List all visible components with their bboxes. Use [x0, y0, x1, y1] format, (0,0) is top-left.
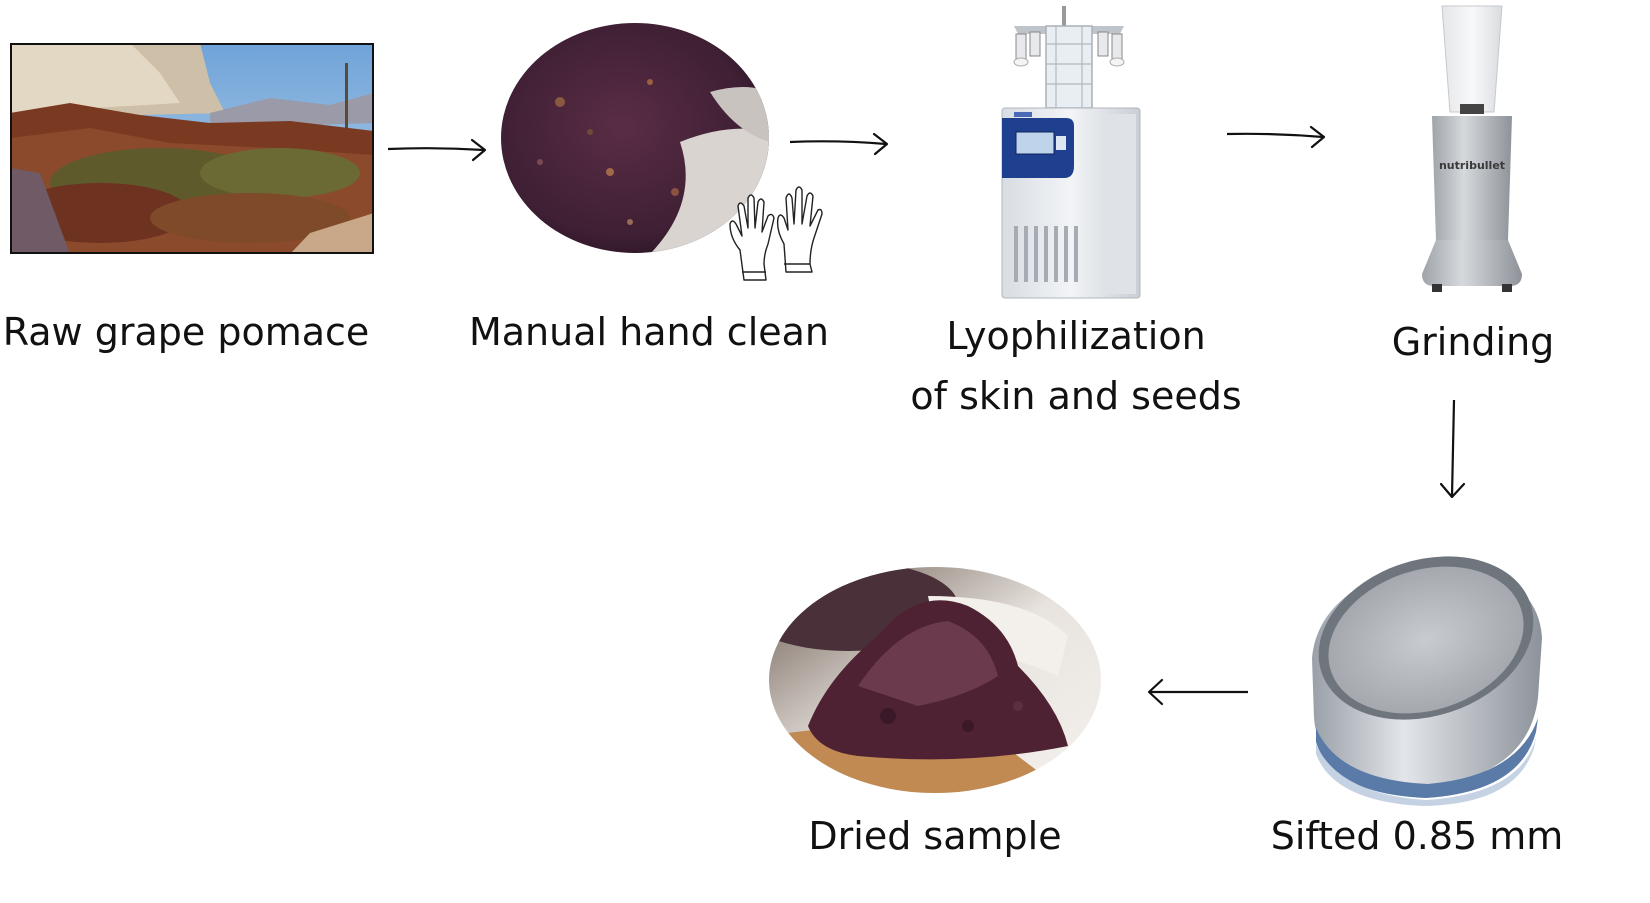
- dried-powder-photo: [769, 567, 1101, 793]
- step-label-dried-sample: Dried sample: [808, 814, 1062, 858]
- blender-photo: nutribullet: [1422, 5, 1522, 292]
- arrow-down: [1439, 399, 1466, 499]
- blender-brand-text: nutribullet: [1439, 159, 1505, 172]
- arrow-right-3: [1226, 125, 1326, 149]
- step-label-grinding: Grinding: [1391, 320, 1555, 364]
- raw-grape-pomace-photo: [10, 43, 374, 254]
- step-label-lyophilization: Lyophilization of skin and seeds: [890, 306, 1262, 426]
- gloves-icon: [729, 186, 823, 281]
- sieve-photo: [1312, 556, 1542, 806]
- arrow-right-2: [789, 132, 889, 156]
- photo-border: [10, 43, 374, 254]
- arrow-right-1: [387, 138, 487, 162]
- step-label-manual-hand-clean: Manual hand clean: [468, 310, 830, 354]
- step-label-raw-grape-pomace: Raw grape pomace: [2, 310, 370, 354]
- arrow-left: [1147, 678, 1248, 706]
- step-label-lyophilization-line2: of skin and seeds: [910, 374, 1242, 418]
- step-label-lyophilization-line1: Lyophilization: [946, 314, 1206, 358]
- step-label-sifted: Sifted 0.85 mm: [1270, 814, 1564, 858]
- freeze-dryer-photo: [1001, 6, 1141, 299]
